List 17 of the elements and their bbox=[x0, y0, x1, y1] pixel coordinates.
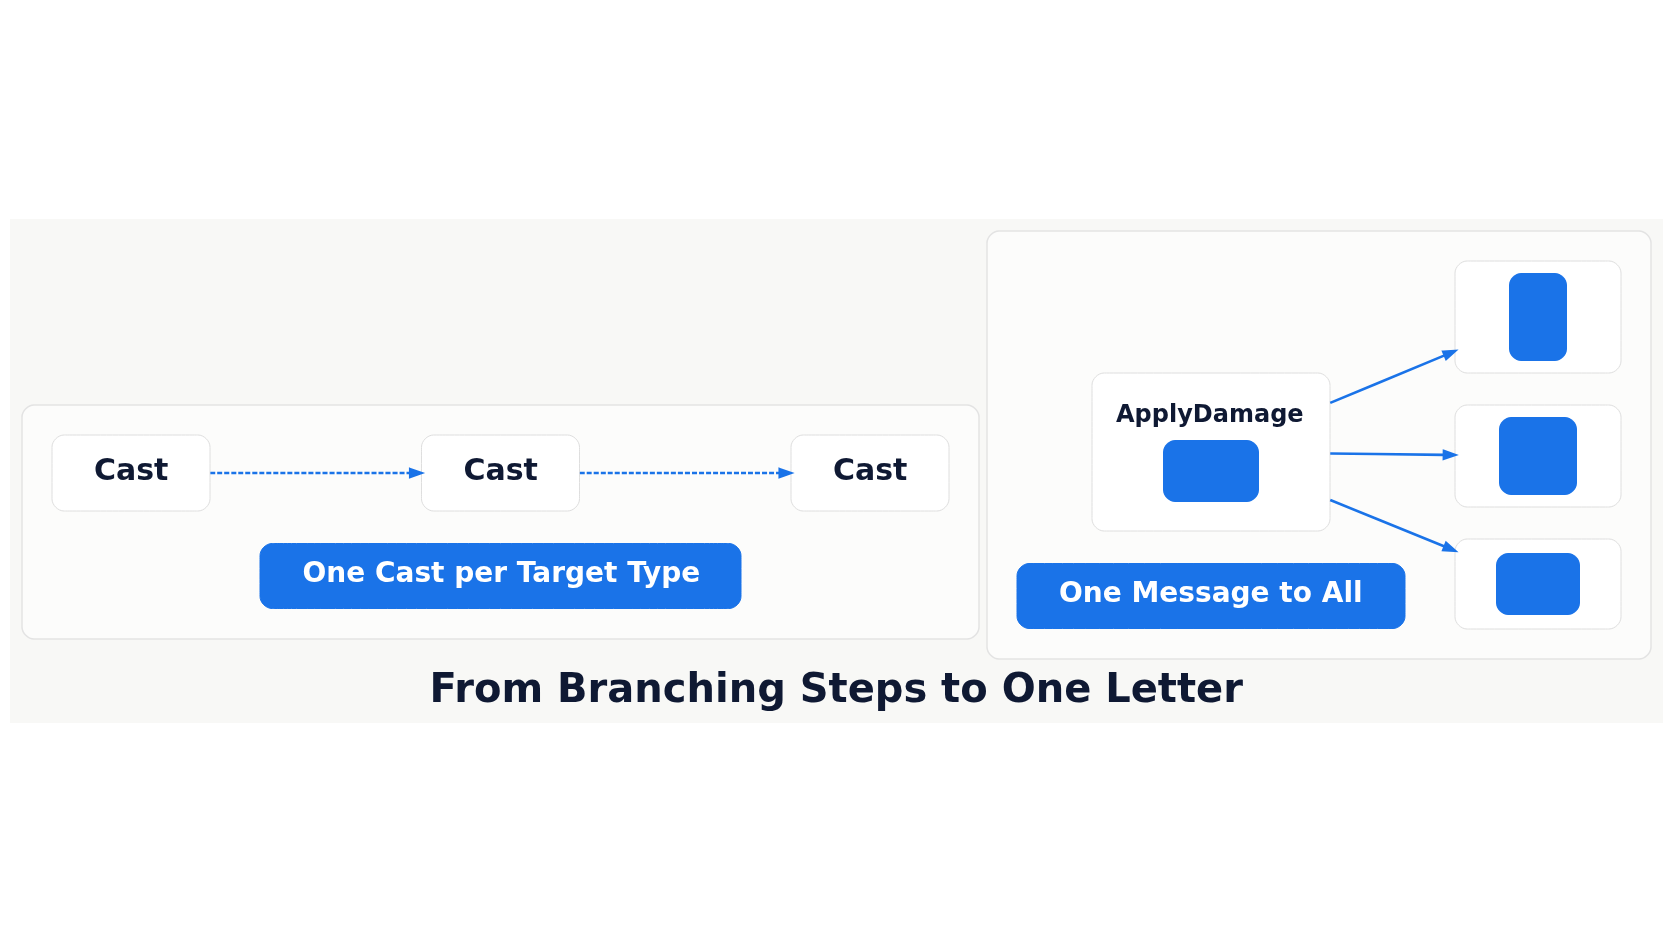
arrow bbox=[1329, 498, 1459, 552]
cluster bbox=[20, 403, 980, 640]
arrow bbox=[209, 466, 425, 479]
node-box: One Cast per Target Type bbox=[259, 542, 741, 609]
node-picture bbox=[1454, 538, 1621, 629]
node-picture bbox=[1454, 404, 1621, 507]
node-box: Cast bbox=[790, 434, 949, 511]
node-box: Cast bbox=[51, 434, 210, 511]
arrow bbox=[579, 466, 795, 479]
arrow bbox=[1329, 448, 1459, 460]
arrow bbox=[1329, 349, 1459, 404]
node-box: Cast bbox=[420, 434, 580, 511]
node-picture bbox=[1454, 260, 1621, 373]
cluster bbox=[985, 229, 1652, 660]
node-box: ApplyDamage bbox=[1091, 372, 1330, 531]
node-box: One Message to All bbox=[1016, 562, 1405, 629]
diagram-title: From Branching Steps to One Letter bbox=[429, 664, 1243, 711]
